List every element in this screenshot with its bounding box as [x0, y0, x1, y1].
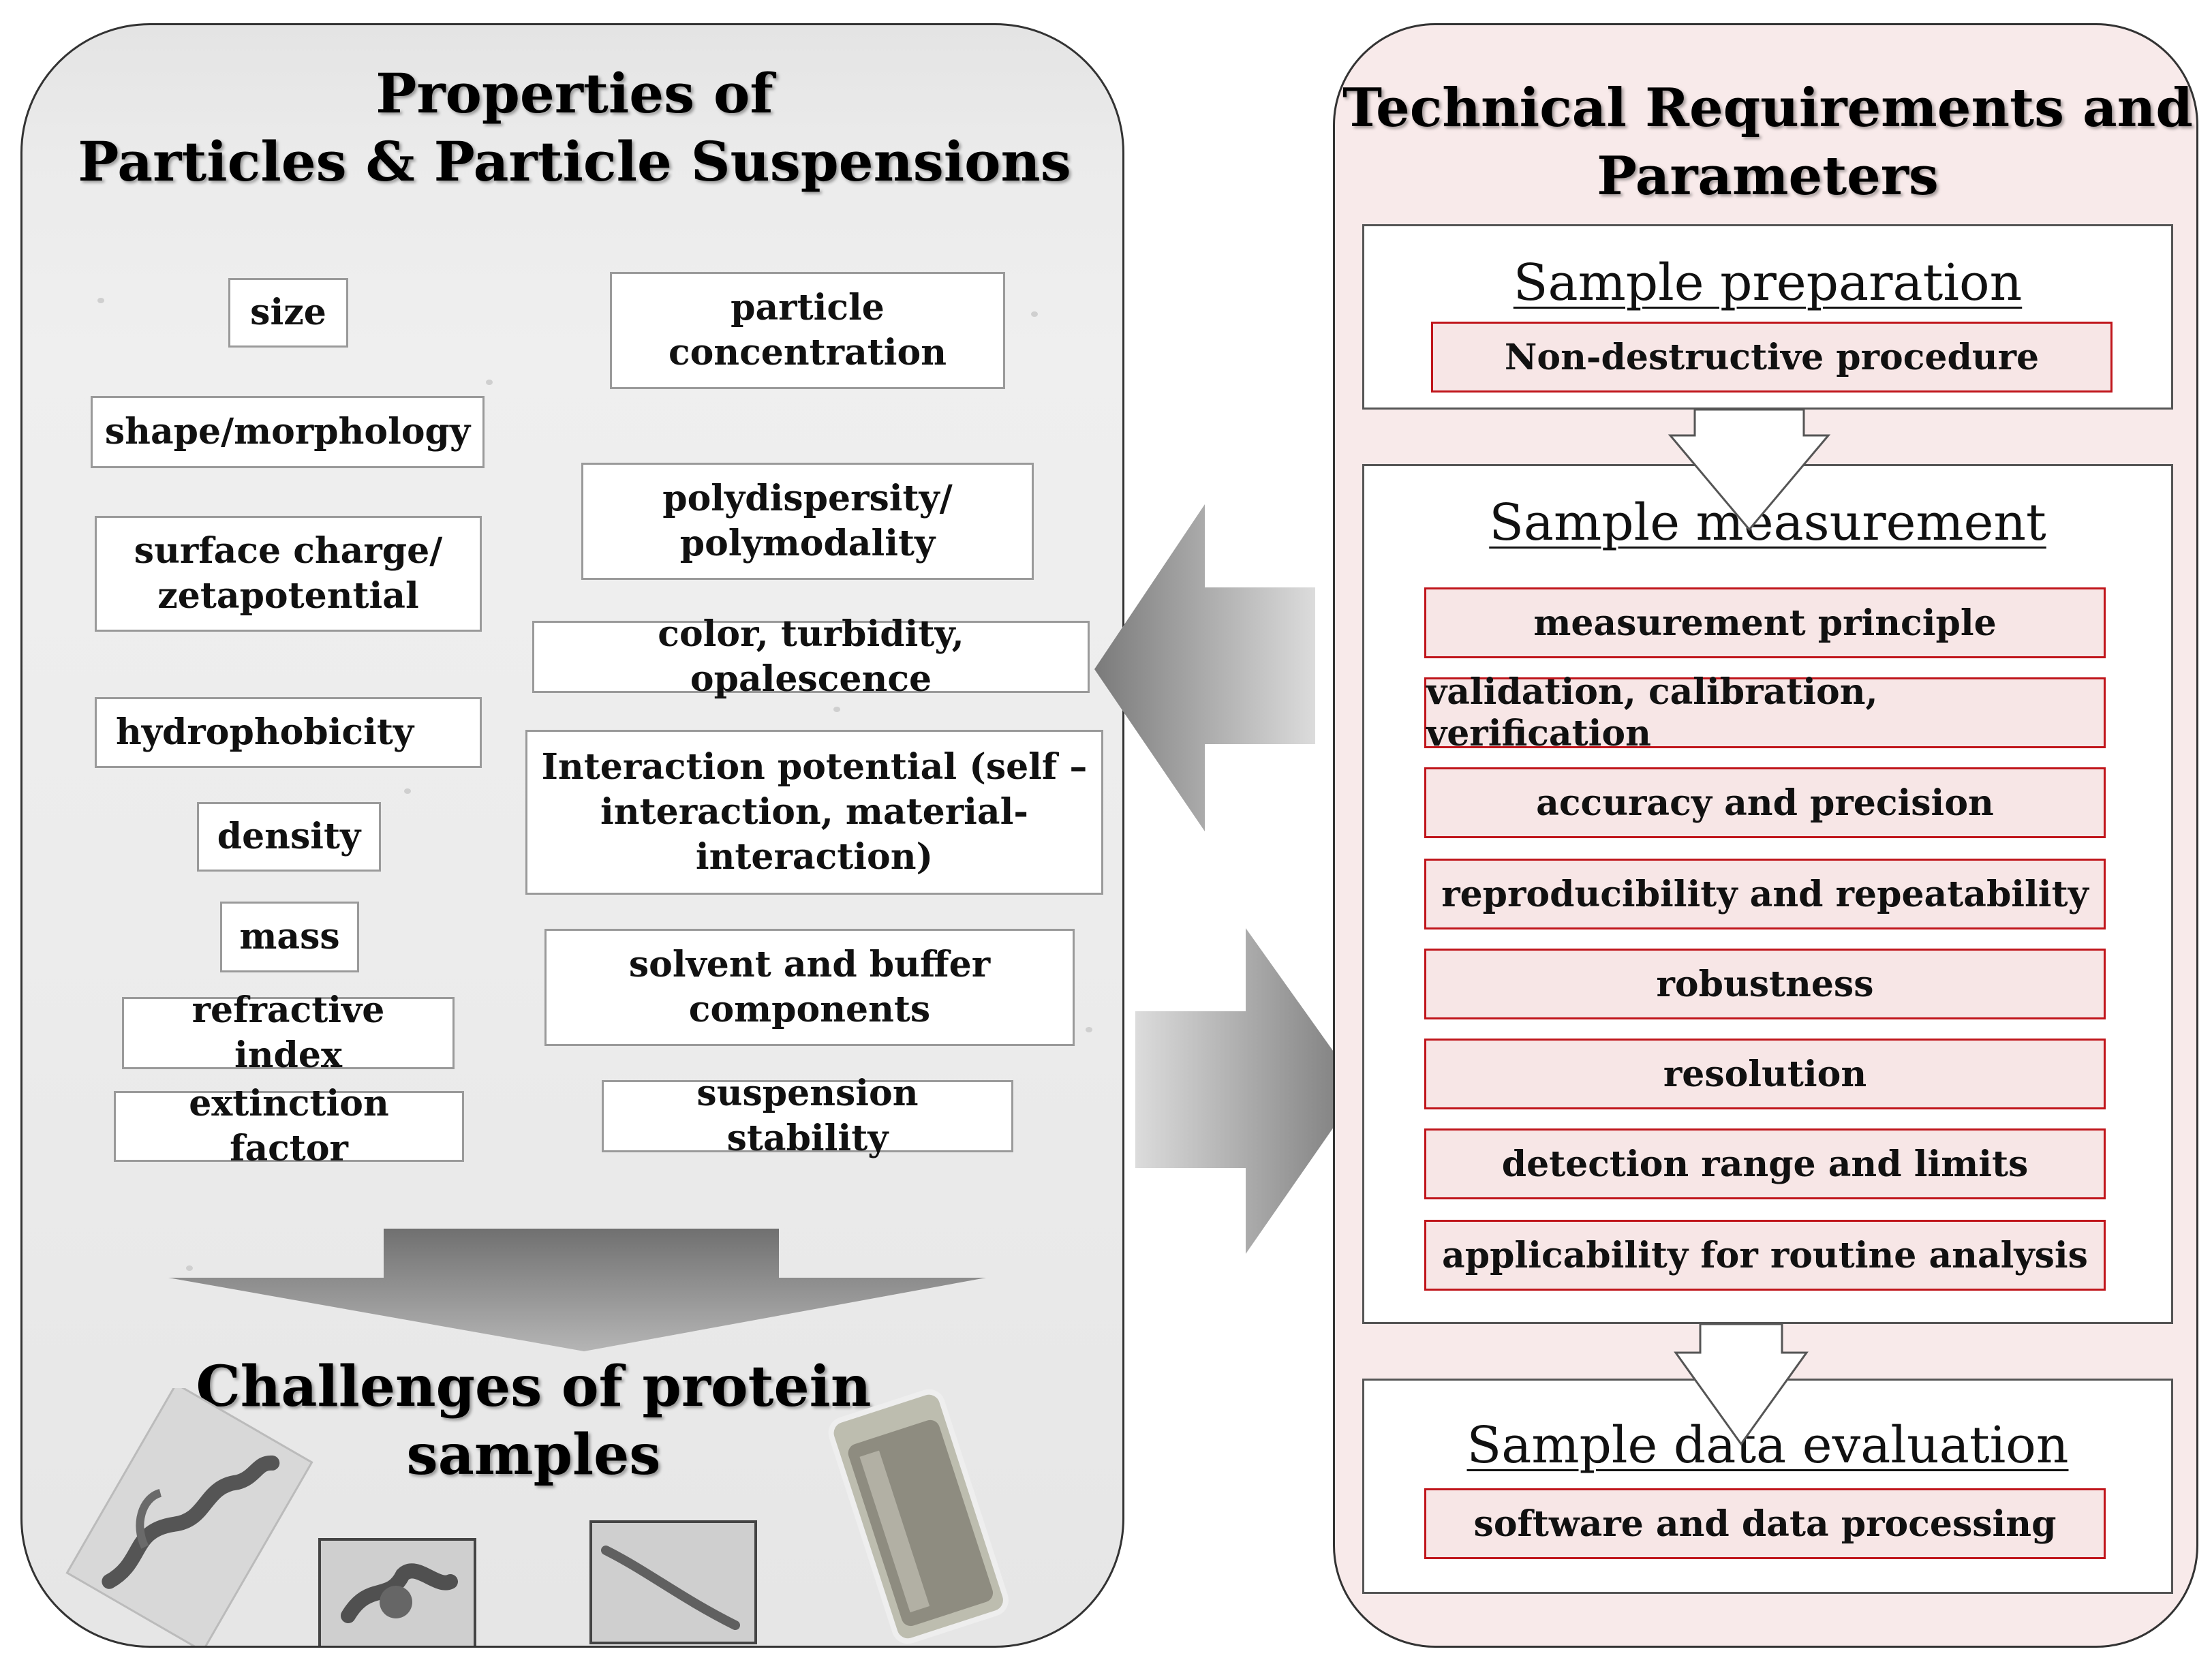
sample-data-evaluation-section: Sample data evaluation software and data…: [1362, 1379, 2173, 1594]
protein-particle-image: [318, 1538, 476, 1646]
property-hydrophobicity: hydrophobicity: [95, 697, 482, 768]
requirements-panel: Technical Requirements and Parameters Sa…: [1333, 23, 2198, 1648]
property-surface-charge: surface charge/ zetapotential: [95, 516, 482, 632]
requirement-validation: validation, calibration, verification: [1424, 671, 2106, 754]
requirement-robustness: robustness: [1424, 949, 2106, 1019]
property-interaction-potential: Interaction potential (self –interaction…: [525, 730, 1103, 895]
property-particle-concentration: particle concentration: [610, 272, 1005, 389]
property-solvent-buffer: solvent and buffer components: [544, 929, 1075, 1046]
flow-down-arrow-icon: [1668, 408, 1831, 532]
sample-preparation-heading: Sample preparation: [1513, 253, 2023, 312]
down-arrow-icon: [168, 1229, 986, 1351]
protein-aggregate-image: [65, 1388, 313, 1646]
sample-preparation-section: Sample preparation Non-destructive proce…: [1362, 224, 2173, 410]
challenges-title-line1: Challenges of protein: [196, 1354, 872, 1419]
requirements-title-line1: Technical Requirements and: [1342, 77, 2193, 139]
requirement-accuracy: accuracy and precision: [1424, 767, 2106, 838]
sample-measurement-section: Sample measurement measurement principle…: [1362, 464, 2173, 1324]
requirement-resolution: resolution: [1424, 1039, 2106, 1109]
protein-fiber-image: [589, 1520, 757, 1644]
right-arrow-icon: [1135, 928, 1360, 1254]
property-refractive-index: refractive index: [122, 989, 455, 1076]
property-extinction-factor: extinction factor: [114, 1083, 464, 1169]
property-shape-morphology: shape/morphology: [91, 396, 485, 468]
requirement-detection-range: detection range and limits: [1424, 1128, 2106, 1199]
sample-data-evaluation-heading: Sample data evaluation: [1466, 1416, 2069, 1475]
property-color-turbidity: color, turbidity, opalescence: [532, 613, 1090, 700]
properties-panel: Properties of Particles & Particle Suspe…: [20, 23, 1124, 1648]
requirement-measurement-principle: measurement principle: [1424, 587, 2106, 658]
challenges-title-line2: samples: [406, 1422, 661, 1488]
requirement-applicability: applicability for routine analysis: [1424, 1220, 2106, 1291]
property-mass: mass: [220, 902, 359, 972]
properties-title-line2: Particles & Particle Suspensions: [78, 129, 1071, 194]
property-suspension-stability: suspension stability: [602, 1073, 1013, 1159]
left-arrow-icon: [1094, 504, 1315, 831]
sample-vial-image: [828, 1389, 1009, 1644]
flow-down-arrow-icon: [1674, 1323, 1809, 1446]
property-density: density: [197, 802, 381, 872]
property-size: size: [228, 278, 348, 348]
requirement-software: software and data processing: [1424, 1488, 2106, 1559]
properties-title-line1: Properties of: [375, 61, 773, 125]
property-polydispersity: polydispersity/ polymodality: [581, 463, 1034, 580]
requirements-title-line2: Parameters: [1597, 145, 1939, 207]
requirement-non-destructive: Non-destructive procedure: [1431, 322, 2113, 393]
requirement-reproducibility: reproducibility and repeatability: [1424, 859, 2106, 929]
